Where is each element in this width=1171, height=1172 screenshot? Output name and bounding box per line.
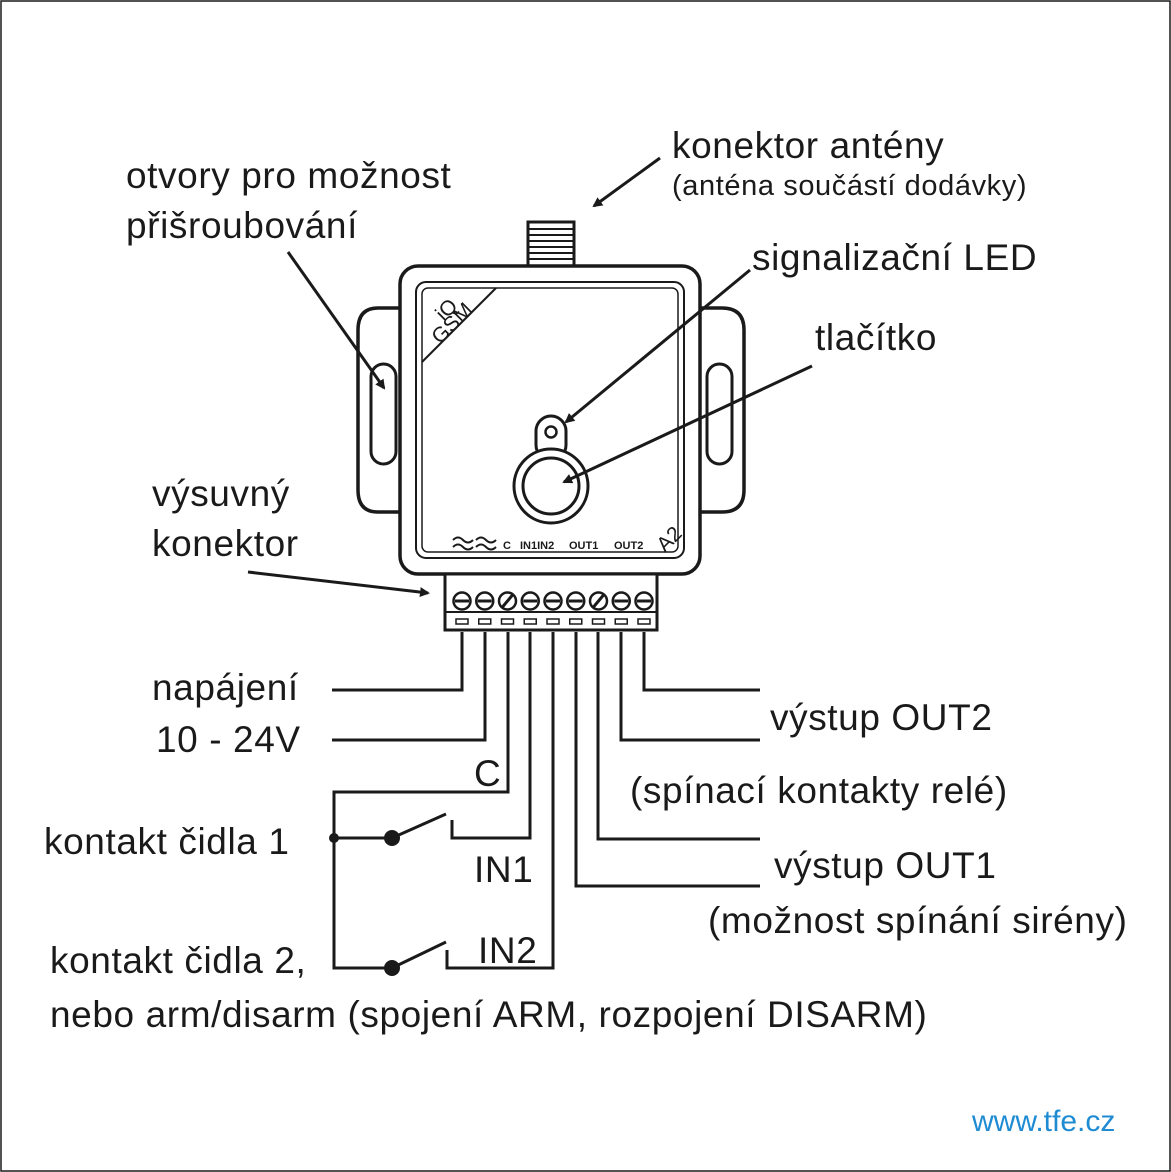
connector-label-line1: výsuvný <box>152 473 290 514</box>
power-label-line2: 10 - 24V <box>156 719 301 760</box>
label-led: signalizační LED <box>564 237 1037 424</box>
out1-note: (možnost spínání sirény) <box>708 900 1128 941</box>
out2-label: výstup OUT2 <box>770 697 993 738</box>
out2-note: (spínací kontakty relé) <box>630 770 1008 811</box>
terminal-screw <box>543 591 563 611</box>
housing-inner <box>415 281 685 559</box>
terminal-screw <box>520 591 540 611</box>
mark-common: C <box>503 540 511 552</box>
website-link[interactable]: www.tfe.cz <box>971 1105 1115 1138</box>
holes-label-line1: otvory pro možnost <box>126 155 452 196</box>
wire-power-1 <box>332 632 464 692</box>
sensor2-label: kontakt čidla 2, <box>50 940 306 981</box>
terminal-screw <box>475 591 495 611</box>
in2-label: IN2 <box>478 930 537 971</box>
terminal-slot <box>500 618 515 625</box>
sensor1-switch <box>329 812 447 846</box>
terminal-screw <box>452 591 472 611</box>
terminal-screw <box>566 591 586 611</box>
common-label: C <box>474 753 501 794</box>
terminal-screw <box>588 591 609 611</box>
terminal-slot <box>591 618 606 625</box>
button-label: tlačítko <box>815 317 937 358</box>
ac-symbol-1 <box>452 536 474 551</box>
wire-common <box>332 632 510 970</box>
connector-label-line2: konektor <box>152 523 299 564</box>
mark-inputs: IN1IN2 <box>520 540 554 552</box>
terminal-screw <box>611 591 631 611</box>
terminal-screw <box>634 591 654 611</box>
left-screw-slot <box>369 362 398 466</box>
terminal-slot <box>478 618 492 625</box>
holes-label-line2: přišroubování <box>126 205 358 246</box>
in1-label: IN1 <box>474 849 533 890</box>
wire-out1-b <box>596 632 760 841</box>
mark-out2: OUT2 <box>614 540 643 552</box>
left-mounting-ear <box>356 306 400 514</box>
wiring <box>329 632 760 976</box>
terminal-slot <box>569 618 583 625</box>
antenna-note: (anténa součástí dodávky) <box>672 170 1027 202</box>
ac-symbol-2 <box>475 536 497 551</box>
terminal-slot <box>637 618 651 625</box>
led-label: signalizační LED <box>752 237 1037 278</box>
label-holes: otvory pro možnost přišroubování <box>126 155 452 390</box>
label-connector: výsuvný konektor <box>152 473 430 598</box>
antenna-label: konektor antény <box>672 125 944 166</box>
push-button[interactable] <box>512 447 590 525</box>
wire-out2-a <box>619 632 760 742</box>
power-label-line1: napájení <box>152 667 299 708</box>
right-mounting-ear <box>700 306 746 514</box>
terminal-slot <box>614 618 628 625</box>
terminal-screw <box>497 591 518 611</box>
wire-power-2 <box>332 632 487 742</box>
label-antenna: konektor antény (anténa součástí dodávky… <box>592 125 1027 208</box>
terminal-screws <box>452 591 654 611</box>
terminal-block <box>443 572 659 632</box>
wire-out2-b <box>642 632 760 692</box>
housing-face <box>421 287 679 553</box>
terminal-slot <box>523 618 537 625</box>
sensor2-switch <box>384 940 447 976</box>
terminal-slots <box>455 618 651 625</box>
sensor1-label: kontakt čidla 1 <box>44 821 290 862</box>
mark-out1: OUT1 <box>569 540 598 552</box>
antenna-connector <box>526 220 576 268</box>
gsm-device: iQ GSM C IN1IN2 OUT1 OUT2 A2 <box>356 220 746 632</box>
wire-out1-a <box>574 632 760 888</box>
terminal-slot <box>455 618 469 625</box>
wire-in2 <box>445 632 555 970</box>
label-button: tlačítko <box>562 317 937 484</box>
arm-note: nebo arm/disarm (spojení ARM, rozpojení … <box>50 994 927 1035</box>
terminal-slot <box>546 618 560 625</box>
out1-label: výstup OUT1 <box>774 845 997 886</box>
wire-in1 <box>450 632 532 840</box>
